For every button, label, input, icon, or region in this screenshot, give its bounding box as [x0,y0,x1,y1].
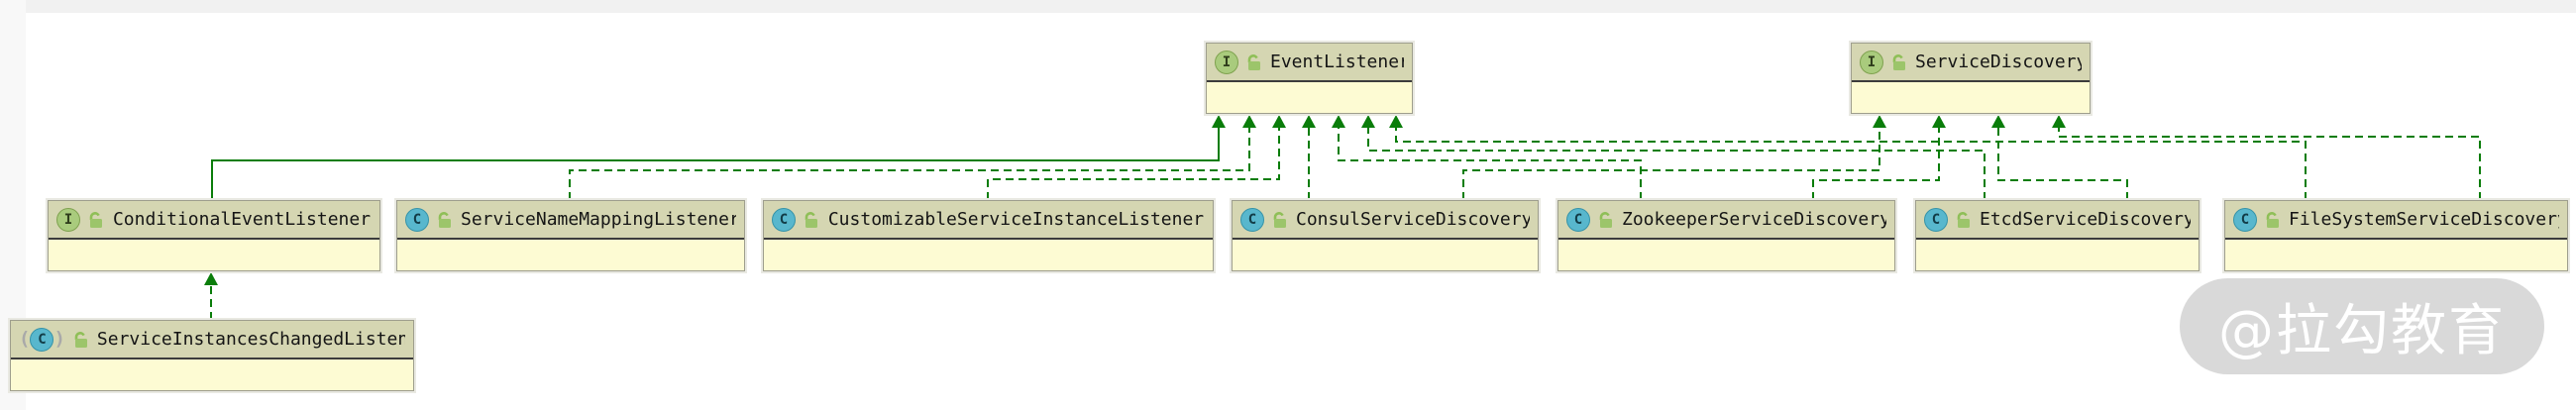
inheritance-arrowhead [204,272,218,285]
class-name-label: ServiceInstancesChangedListener [96,329,405,350]
node-members-section [1207,82,1412,111]
class-node-file-system-service-discovery[interactable]: C FileSystemServiceDiscovery [2224,200,2568,271]
decorated-class-icon: (C) [19,327,65,352]
class-node-etcd-service-discovery[interactable]: C EtcdServiceDiscovery [1915,200,2200,271]
public-unlocked-icon [2264,211,2282,229]
node-members-section [2225,240,2567,268]
class-name-label: ConditionalEventListener [112,209,372,230]
page-top-strip [0,0,2576,13]
node-header: I ServiceDiscovery [1852,44,2090,82]
interface-icon: I [1860,50,1883,74]
class-name-label: ZookeeperServiceDiscovery [1622,209,1886,230]
inheritance-arrowhead [1991,115,2005,128]
inheritance-arrowhead [2052,115,2066,128]
node-header: C FileSystemServiceDiscovery [2225,201,2567,240]
public-unlocked-icon [1955,211,1973,229]
edge-service-name-mapping-listener--event-listener[interactable] [569,128,1250,200]
edge-file-system-service-discovery--service-discovery[interactable] [2058,128,2481,200]
class-name-label: EtcdServiceDiscovery [1980,209,2191,230]
node-header: C ConsulServiceDiscovery [1233,201,1538,240]
node-header: I ConditionalEventListener [49,201,379,240]
inheritance-arrowhead [1332,115,1345,128]
inheritance-arrowhead [1212,115,1226,128]
watermark-badge: @拉勾教育 [2180,278,2544,374]
class-name-label: CustomizableServiceInstanceListener [827,209,1205,230]
edge-etcd-service-discovery--service-discovery[interactable] [1997,128,2128,200]
class-icon: C [30,327,54,352]
public-unlocked-icon [72,331,90,349]
edge-customizable-service-instance-listener--event-listener[interactable] [987,128,1280,200]
node-header: C ZookeeperServiceDiscovery [1558,201,1894,240]
class-name-label: FileSystemServiceDiscovery [2289,209,2559,230]
inheritance-arrowhead [1873,115,1886,128]
public-unlocked-icon [1271,211,1289,229]
class-icon: C [1924,207,1948,232]
inheritance-arrowhead [1302,115,1316,128]
class-icon: C [1566,207,1590,232]
class-icon: C [2233,207,2257,232]
class-node-event-listener[interactable]: I EventListener [1206,43,1413,114]
node-members-section [1558,240,1894,268]
class-name-label: ServiceNameMappingListener [461,209,736,230]
icon-paren-right: ) [54,328,65,350]
class-icon: C [405,207,429,232]
class-node-zookeeper-service-discovery[interactable]: C ZookeeperServiceDiscovery [1557,200,1895,271]
node-members-section [397,240,744,268]
node-header: C ServiceNameMappingListener [397,201,744,240]
node-members-section [1916,240,2199,268]
node-header: (C) ServiceInstancesChangedListener [11,321,413,359]
interface-icon: I [56,207,80,232]
class-name-label: ConsulServiceDiscovery [1296,209,1530,230]
public-unlocked-icon [87,211,105,229]
public-unlocked-icon [1245,53,1263,71]
class-node-service-name-mapping-listener[interactable]: C ServiceNameMappingListener [396,200,745,271]
node-members-section [11,359,413,388]
class-name-label: ServiceDiscovery [1915,51,2082,72]
inheritance-arrowhead [1932,115,1946,128]
edge-etcd-service-discovery--event-listener[interactable] [1367,128,1986,200]
class-node-customizable-service-instance-listener[interactable]: C CustomizableServiceInstanceListener [763,200,1214,271]
node-members-section [1852,82,2090,111]
inheritance-arrowhead [1389,115,1403,128]
class-name-label: EventListener [1270,51,1404,72]
class-node-consul-service-discovery[interactable]: C ConsulServiceDiscovery [1232,200,1539,271]
node-members-section [1233,240,1538,268]
inheritance-arrowhead [1242,115,1256,128]
class-icon: C [772,207,796,232]
inheritance-arrowhead [1361,115,1375,128]
watermark-text: @拉勾教育 [2218,299,2506,363]
public-unlocked-icon [436,211,454,229]
node-members-section [49,240,379,268]
public-unlocked-icon [803,211,820,229]
node-header: C EtcdServiceDiscovery [1916,201,2199,240]
interface-icon: I [1215,50,1238,74]
node-header: I EventListener [1207,44,1412,82]
class-node-service-instances-changed-listener[interactable]: (C) ServiceInstancesChangedListener [10,320,414,391]
edge-zookeeper-service-discovery--event-listener[interactable] [1338,128,1642,200]
node-members-section [764,240,1213,268]
edge-zookeeper-service-discovery--service-discovery[interactable] [1812,128,1940,200]
inheritance-arrowhead [1272,115,1286,128]
public-unlocked-icon [1597,211,1615,229]
edge-conditional-event-listener--event-listener[interactable] [211,128,1220,200]
public-unlocked-icon [1890,53,1908,71]
edge-consul-service-discovery--service-discovery[interactable] [1462,128,1880,200]
icon-paren-left: ( [19,328,31,350]
class-node-conditional-event-listener[interactable]: I ConditionalEventListener [48,200,380,271]
class-node-service-discovery[interactable]: I ServiceDiscovery [1851,43,2091,114]
class-icon: C [1240,207,1264,232]
edge-file-system-service-discovery--event-listener[interactable] [1395,128,2307,200]
node-header: C CustomizableServiceInstanceListener [764,201,1213,240]
